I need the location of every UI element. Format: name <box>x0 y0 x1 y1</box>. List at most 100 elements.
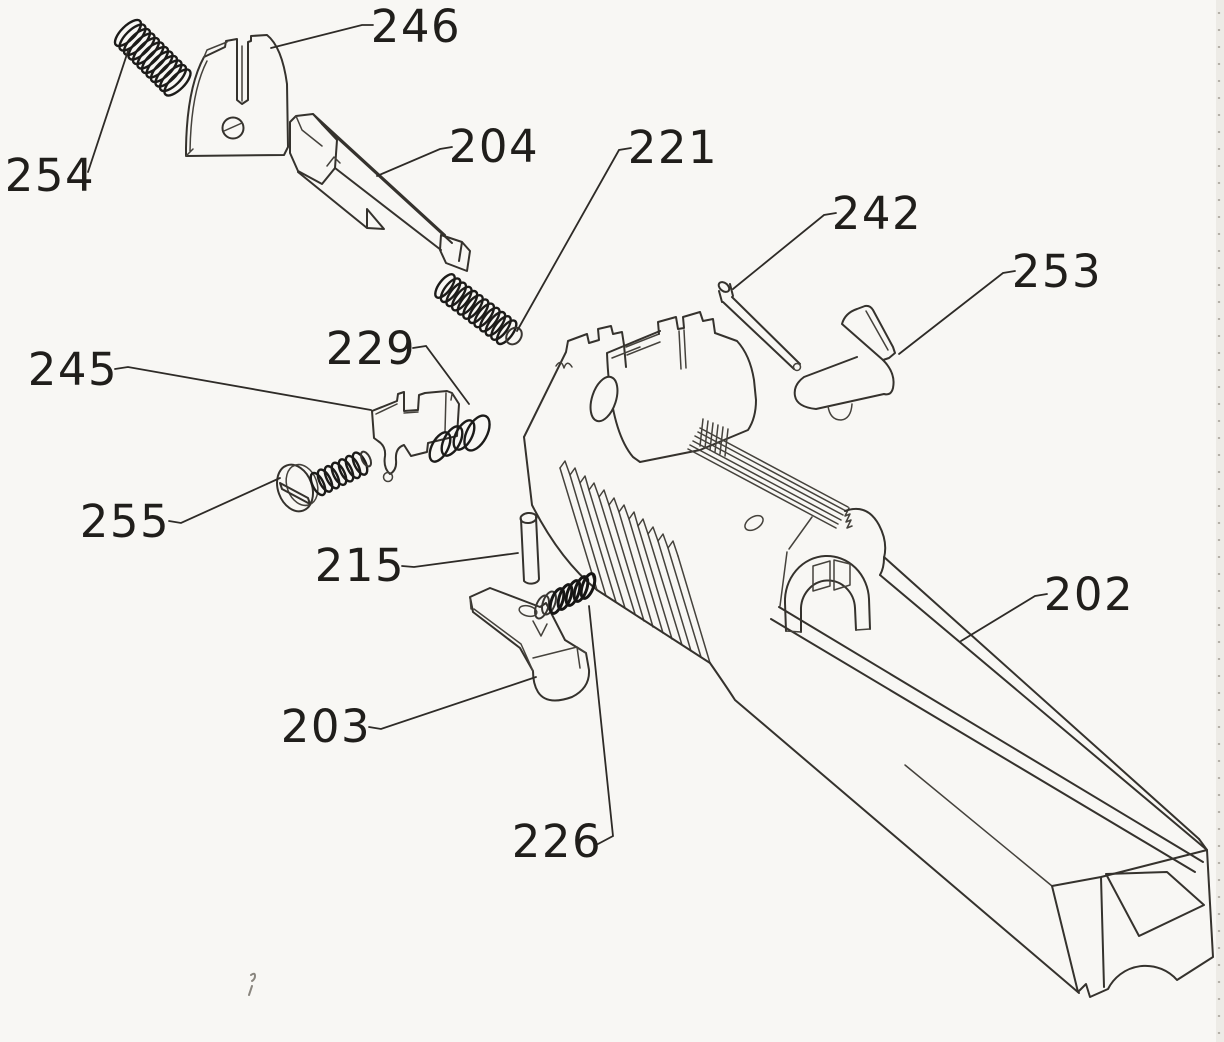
rib-end-serration <box>844 507 853 529</box>
rod-tip <box>792 362 802 372</box>
front-sight-recess <box>1105 871 1205 937</box>
spring-coil <box>428 431 452 463</box>
slide-barrel-assembly <box>523 311 1214 998</box>
blade-outline <box>185 34 289 157</box>
leader-221 <box>516 147 632 332</box>
sight-elevation-lever <box>289 113 471 272</box>
scan-edge-strip <box>1216 0 1224 1042</box>
spring-coil <box>450 285 473 312</box>
part-labels: 246 254 204 221 242 253 245 229 255 215 … <box>5 0 1134 868</box>
part-label-226: 226 <box>512 815 602 868</box>
coil-spring-254 <box>113 18 192 97</box>
spring-coil <box>452 419 476 451</box>
part-label-204: 204 <box>449 120 539 173</box>
spring-coil <box>484 310 507 337</box>
leader-242 <box>732 212 837 290</box>
lever-blade <box>841 304 896 361</box>
plunger-coil <box>541 590 557 616</box>
cylindrical-pin <box>519 511 540 585</box>
spring-coil <box>439 277 462 304</box>
barrel-ledge-line-1 <box>778 606 1204 863</box>
spring-coil <box>163 68 192 97</box>
spring-coil <box>131 36 161 66</box>
lever-flange <box>297 171 385 230</box>
scan-artifacts <box>248 0 1224 1042</box>
part-label-202: 202 <box>1044 568 1134 621</box>
extractor-details <box>469 596 587 672</box>
serration-zigzag-edge <box>559 460 679 557</box>
base-outline <box>371 390 460 475</box>
barrel-ridge-line-2 <box>879 574 1208 851</box>
recoil-housing-outer <box>783 555 871 632</box>
spring-coil <box>462 294 484 320</box>
screw-slot <box>279 482 311 505</box>
base-hook-ball <box>382 471 394 483</box>
leader-254 <box>87 50 129 173</box>
oval-port-hole <box>744 514 764 532</box>
spring-coil <box>490 315 512 341</box>
spring-coil <box>309 471 327 497</box>
leader-253 <box>898 270 1016 355</box>
sight-block-details <box>611 329 687 370</box>
long-pin-rod <box>717 281 802 372</box>
spring-end-loop <box>463 414 491 452</box>
rear-sight-base <box>371 390 460 483</box>
bottom-silhouette <box>709 662 1080 994</box>
spring-coil <box>154 59 183 88</box>
spring-coil <box>467 298 490 325</box>
leader-203 <box>368 676 537 730</box>
serration-bottom-rail <box>596 589 711 664</box>
leader-215 <box>401 552 519 568</box>
base-details <box>375 392 453 433</box>
spring-coil <box>122 27 152 57</box>
leader-229 <box>412 345 470 405</box>
rear-sight-blade <box>185 34 289 157</box>
part-label-203: 203 <box>281 700 371 753</box>
open-coil-spring-229 <box>428 414 491 463</box>
lever-head-details <box>295 115 341 167</box>
front-sight-lugs <box>657 311 716 335</box>
spring-coil <box>118 23 147 52</box>
top-rib-grooves <box>687 427 849 529</box>
spring-coil <box>145 50 174 79</box>
part-label-255: 255 <box>80 495 170 548</box>
leader-245 <box>114 366 372 411</box>
muzzle-step-edge <box>904 764 1053 887</box>
rod-head <box>717 281 731 293</box>
cocking-serration-grooves <box>559 467 711 664</box>
spring-coil <box>445 281 468 308</box>
spring-coil <box>495 319 518 346</box>
part-label-246: 246 <box>371 0 461 53</box>
safety-catch-lever <box>793 304 896 421</box>
spring-coil <box>478 306 501 333</box>
round-boss <box>589 375 619 423</box>
spring-coil <box>158 63 188 93</box>
sight-channel-rails <box>625 333 661 356</box>
spring-coil <box>434 273 456 299</box>
spring-coil <box>316 468 334 493</box>
spring-coil <box>330 461 348 487</box>
blade-details <box>185 41 243 157</box>
recoil-housing-tabs <box>812 559 851 592</box>
pin-top <box>519 511 538 525</box>
block-hatch-lines <box>699 418 729 457</box>
extractor-hole <box>518 604 538 618</box>
spring-coil <box>149 54 179 84</box>
spring-coil <box>323 464 341 490</box>
hump-front-edges <box>779 516 813 607</box>
recoil-housing-feet <box>785 628 871 633</box>
lever-bottom-tab <box>827 403 853 421</box>
spring-coil <box>140 45 170 75</box>
spring-coil <box>136 41 165 70</box>
leader-246 <box>270 24 374 49</box>
lever-cylinder <box>793 356 895 410</box>
spring-coil <box>351 451 369 476</box>
spring-coil <box>456 289 479 316</box>
part-label-215: 215 <box>315 539 405 592</box>
bolt-top-outline <box>523 325 627 438</box>
muzzle-face <box>1051 838 1214 998</box>
coil-spring-221 <box>434 273 523 346</box>
spring-coil <box>113 18 143 48</box>
